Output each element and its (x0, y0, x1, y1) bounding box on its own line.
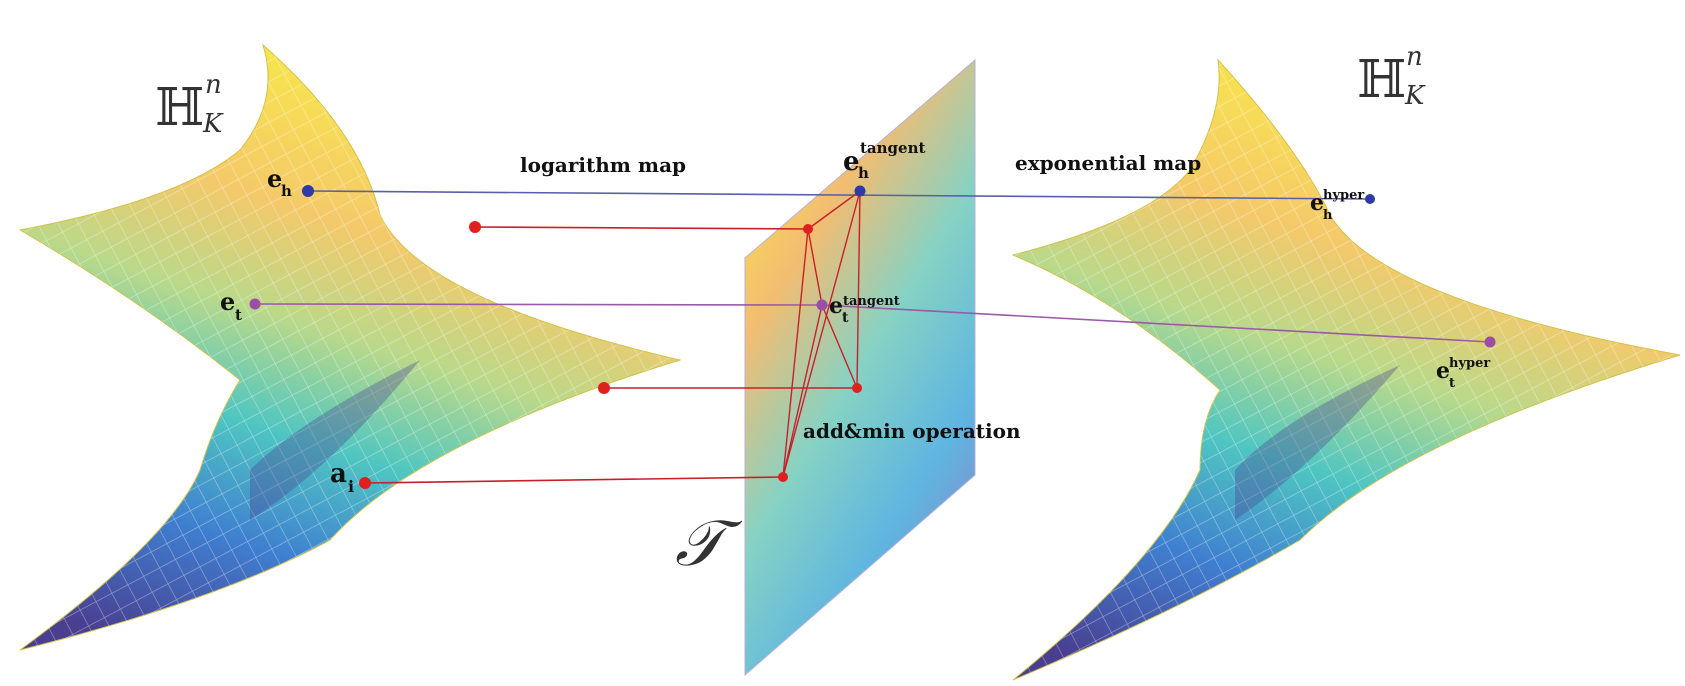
head-tangent-point (854, 185, 866, 197)
svg-text:a: a (330, 459, 347, 489)
svg-text:hyper: hyper (1449, 356, 1490, 371)
svg-text:hyper: hyper (1323, 188, 1364, 203)
op-line-c (856, 190, 861, 389)
attribute-point-1 (469, 221, 481, 233)
tail-entity-point (249, 298, 261, 310)
svg-text:h: h (858, 164, 869, 182)
svg-text:e: e (1310, 190, 1324, 216)
svg-text:h: h (281, 182, 292, 200)
svg-text:e: e (220, 287, 235, 316)
a-i-label: a i (330, 459, 354, 496)
exponential-map-label: exponential map (1015, 151, 1201, 175)
map-lines (254, 190, 1491, 484)
head-entity-map-line (307, 190, 1371, 200)
logarithm-map-label: logarithm map (520, 153, 686, 177)
svg-text:e: e (843, 147, 860, 177)
attribute-point-2 (598, 382, 610, 394)
tail-entity-exp-line (821, 304, 1491, 343)
e-t-hyper-label: e t hyper (1436, 356, 1490, 391)
svg-text:e: e (267, 164, 282, 193)
e-h-tangent-label: e h tangent (843, 139, 925, 182)
svg-text:t: t (1449, 376, 1455, 391)
tangent-space-label: 𝒯 (675, 507, 743, 581)
svg-text:e: e (829, 293, 843, 319)
tail-hyper-point (1484, 336, 1496, 348)
e-h-label: e h (267, 164, 292, 200)
attribute-point-ai (359, 477, 371, 489)
left-hyperbolic-surface (18, 43, 682, 651)
op-line-a (807, 190, 861, 230)
attribute-line-3 (364, 476, 784, 484)
e-t-label: e t (220, 287, 242, 324)
head-hyper-point (1365, 194, 1375, 204)
add-min-operation-label: add&min operation (803, 419, 1021, 443)
tangent-attr-point-2 (852, 383, 862, 393)
svg-text:h: h (1323, 208, 1333, 223)
right-space-sub: K (1404, 81, 1426, 111)
right-space-label: ℍ n K (1357, 42, 1426, 111)
head-entity-point (302, 185, 314, 197)
svg-text:t: t (235, 306, 242, 324)
svg-text:tangent: tangent (843, 294, 900, 309)
op-line-e (821, 304, 858, 389)
right-hyperbolic-surface (1011, 58, 1681, 681)
op-line-f (782, 228, 809, 478)
op-line-g (782, 304, 823, 478)
attribute-line-1 (474, 226, 809, 230)
tail-tangent-point (816, 299, 828, 311)
svg-text:tangent: tangent (860, 139, 925, 157)
op-line-d (782, 190, 861, 478)
tangent-attr-point-1 (803, 224, 813, 234)
tangent-attr-point-3 (778, 472, 788, 482)
left-space-sup: n (205, 70, 222, 100)
svg-text:e: e (1436, 358, 1450, 384)
svg-text:i: i (348, 477, 354, 496)
right-space-sup: n (1406, 42, 1423, 72)
points (249, 185, 1496, 489)
svg-text:t: t (842, 310, 849, 326)
e-h-hyper-label: e h hyper (1310, 188, 1364, 223)
right-space-symbol: ℍ (1357, 50, 1406, 110)
left-space-sub: K (202, 109, 224, 139)
e-t-tangent-label: e t tangent (829, 293, 900, 326)
left-space-symbol: ℍ (155, 78, 204, 138)
left-space-label: ℍ n K (155, 70, 224, 139)
op-line-b (807, 228, 823, 306)
tangent-plane (744, 58, 976, 677)
tail-entity-log-line (254, 303, 823, 306)
